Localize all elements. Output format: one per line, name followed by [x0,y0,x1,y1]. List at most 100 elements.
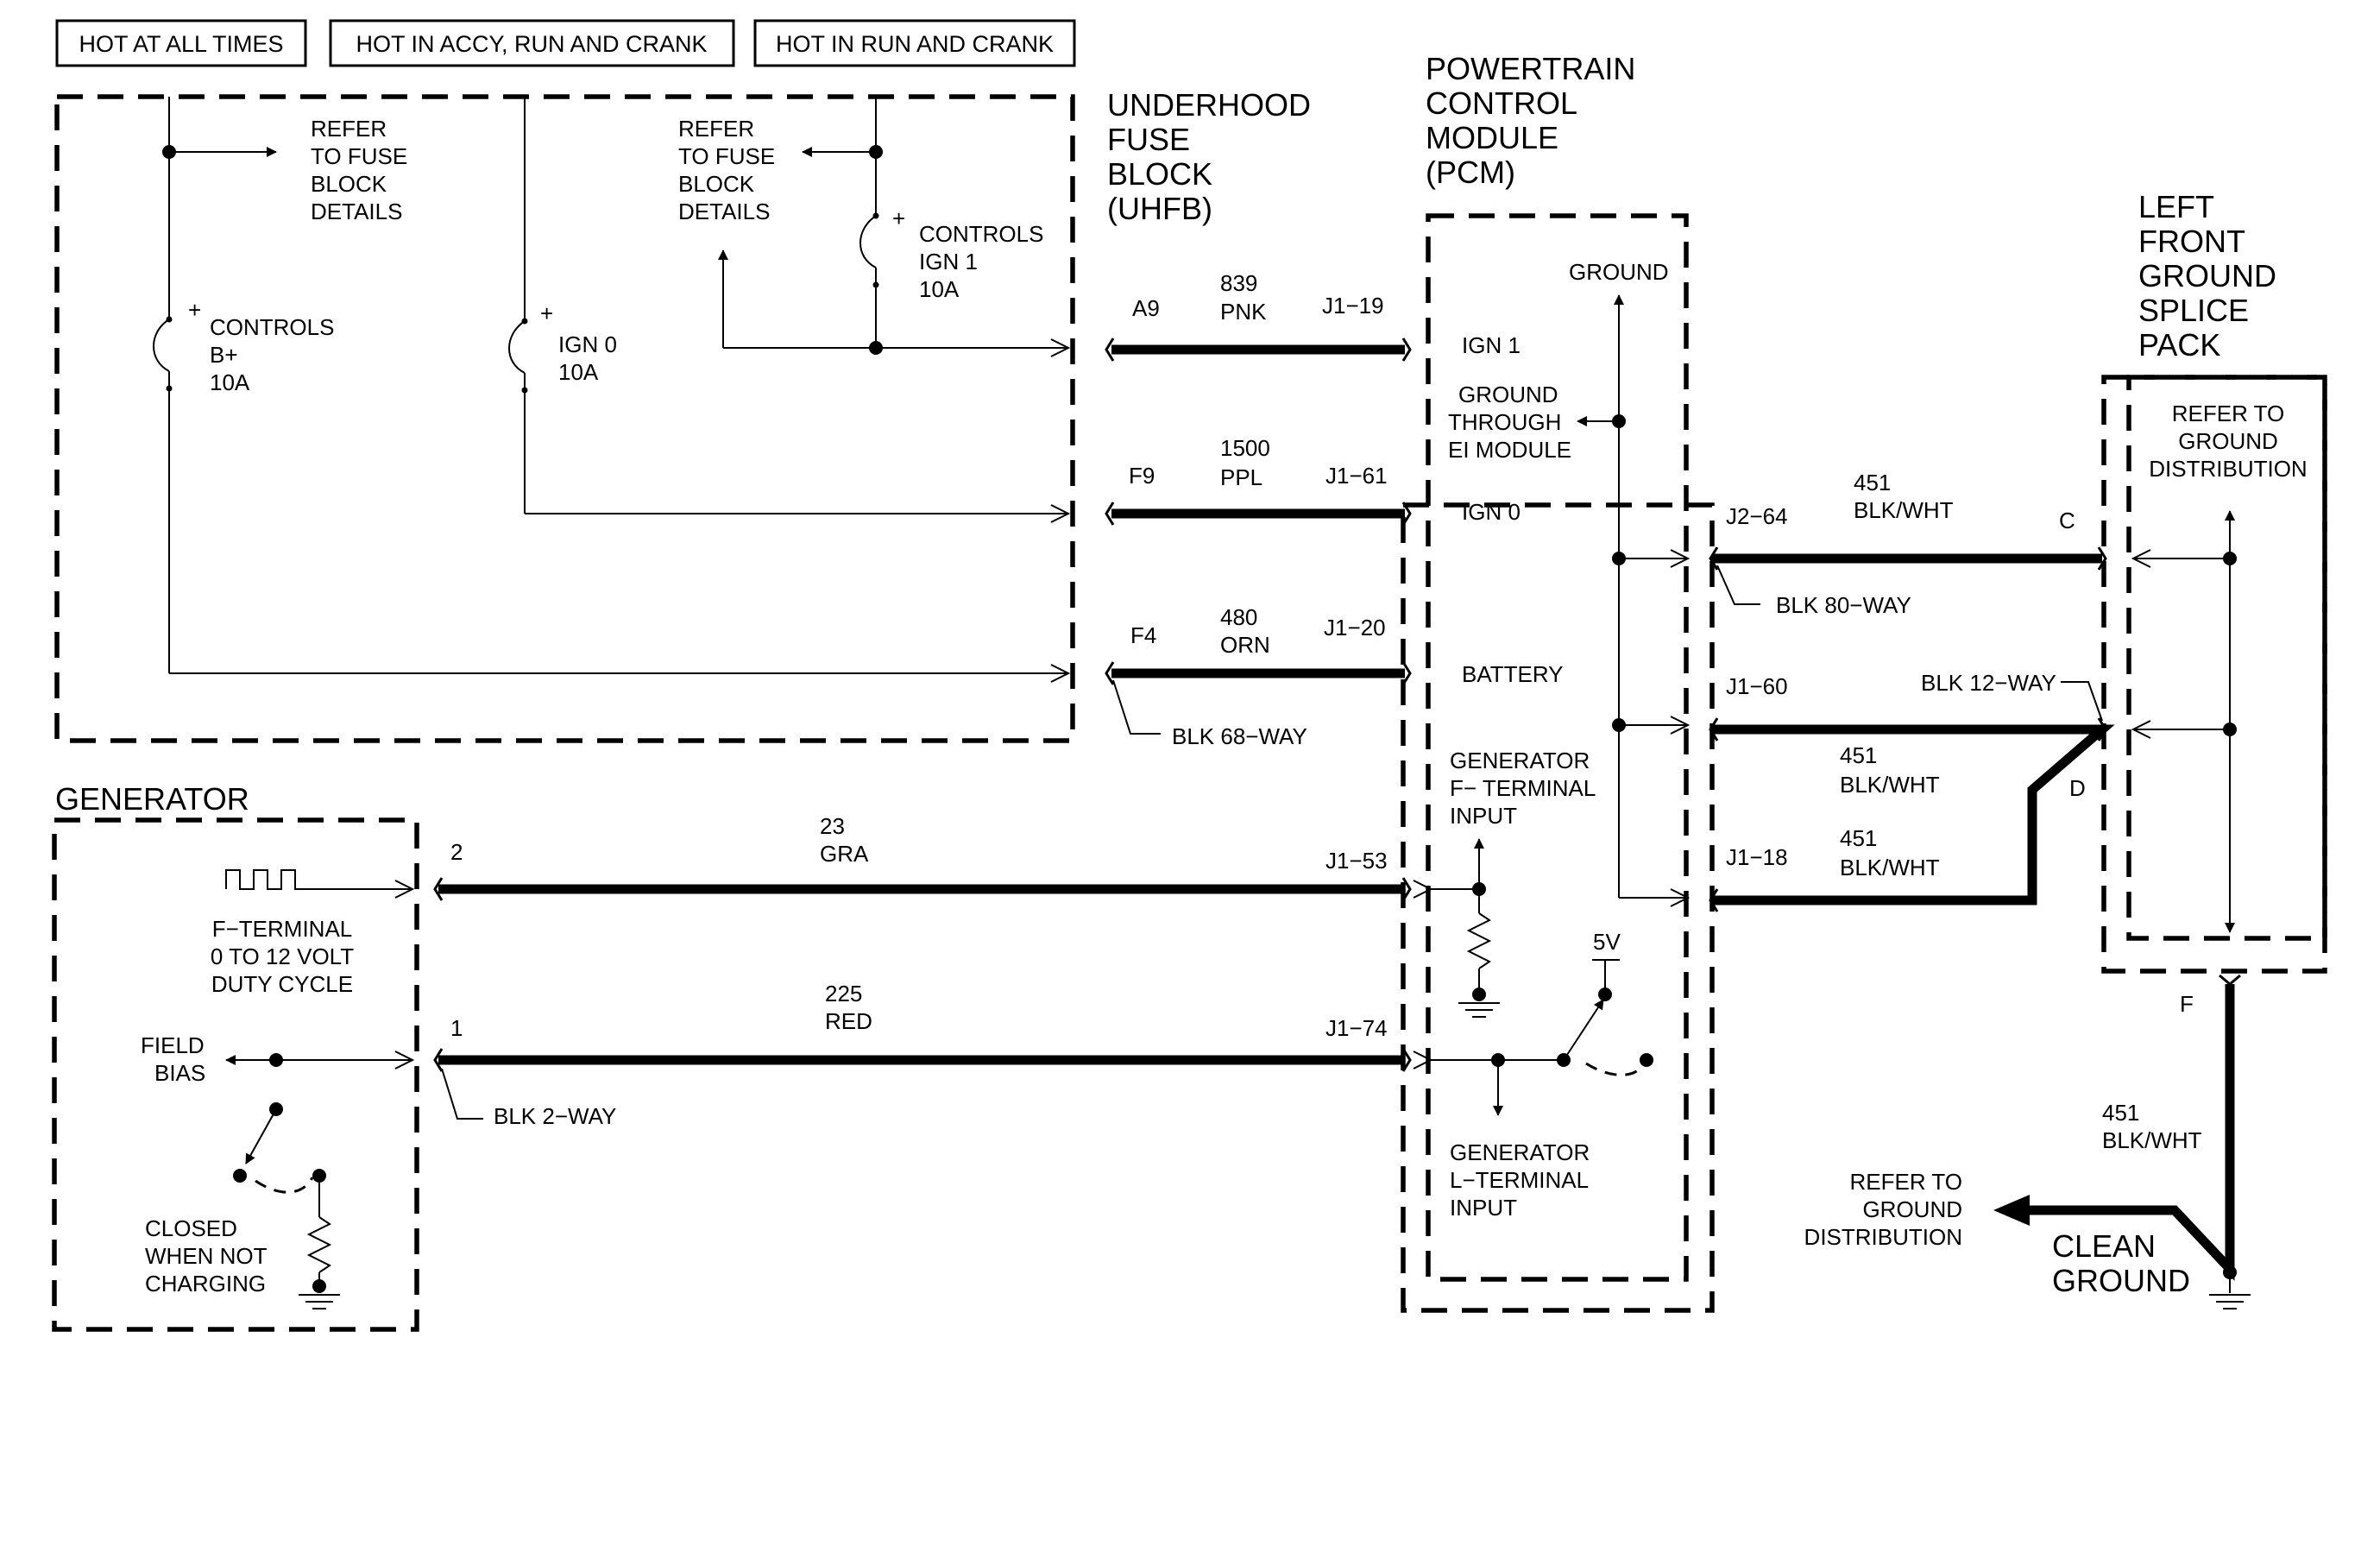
svg-text:HOT AT ALL TIMES: HOT AT ALL TIMES [79,31,283,57]
svg-text:RED: RED [825,1008,872,1034]
wire-225: 1 225 RED J1−74 [433,981,1412,1072]
wire-451-j1-60: J1−60 451 BLK/WHT J1−18 451 BLK/WHT D [1709,673,2115,912]
svg-text:BIAS: BIAS [154,1060,205,1086]
svg-text:BLK/WHT: BLK/WHT [2102,1127,2202,1153]
svg-text:DISTRIBUTION: DISTRIBUTION [2149,456,2307,482]
svg-text:INPUT: INPUT [1450,803,1517,829]
svg-text:BLOCK: BLOCK [311,171,387,197]
ground-symbol-generator [299,1294,340,1309]
generator-box [52,817,419,1332]
connector-80-way-label: BLK 80−WAY [1716,565,1911,618]
svg-text:GROUND: GROUND [2178,428,2278,454]
ground-refer-label: REFER TO GROUND DISTRIBUTION [1804,1169,1962,1250]
svg-text:A9: A9 [1132,295,1160,321]
svg-text:REFER: REFER [678,116,754,142]
svg-text:FRONT: FRONT [2138,224,2245,259]
wire-480: F4 480 ORN J1−20 [1105,604,1412,685]
svg-text:WHEN NOT: WHEN NOT [145,1243,268,1269]
svg-text:+: + [540,300,553,326]
svg-text:BLK 12−WAY: BLK 12−WAY [1921,670,2056,696]
svg-text:J1−61: J1−61 [1325,463,1388,489]
f-terminal-label: F−TERMINAL 0 TO 12 VOLT DUTY CYCLE [211,916,354,997]
svg-text:J2−64: J2−64 [1726,503,1788,529]
svg-text:BLOCK: BLOCK [1107,156,1212,192]
pcm-ign1-label: IGN 1 [1462,332,1521,358]
svg-text:TO FUSE: TO FUSE [678,143,775,169]
svg-text:BLK 68−WAY: BLK 68−WAY [1172,723,1307,749]
svg-text:+: + [188,297,201,323]
svg-text:GROUND: GROUND [2138,258,2276,293]
wire-23: 2 23 GRA J1−53 [433,813,1412,901]
pcm-title: POWERTRAIN CONTROL MODULE (PCM) [1426,51,1635,190]
svg-text:UNDERHOOD: UNDERHOOD [1107,87,1311,123]
svg-text:PNK: PNK [1220,299,1267,325]
svg-text:INPUT: INPUT [1450,1195,1517,1221]
field-bias-label: FIELD BIAS [141,1032,205,1086]
svg-text:10A: 10A [210,369,250,395]
connector-12-way-label: BLK 12−WAY [1921,670,2103,722]
svg-text:10A: 10A [919,276,960,302]
svg-text:839: 839 [1220,270,1257,296]
svg-text:HOT IN RUN AND CRANK: HOT IN RUN AND CRANK [776,31,1054,57]
svg-text:CONTROLS: CONTROLS [210,314,334,340]
svg-text:IGN 1: IGN 1 [919,249,978,275]
svg-text:DISTRIBUTION: DISTRIBUTION [1804,1224,1962,1250]
svg-text:J1−20: J1−20 [1324,615,1386,641]
svg-text:PACK: PACK [2138,327,2220,363]
fuse-ign0-label: IGN 0 10A [558,331,617,385]
svg-text:GROUND: GROUND [1569,259,1669,285]
svg-text:SPLICE: SPLICE [2138,293,2249,328]
svg-text:225: 225 [825,981,862,1007]
svg-text:J1−19: J1−19 [1322,293,1384,319]
uhfb-box [54,94,1075,743]
svg-text:GROUND: GROUND [2052,1263,2190,1298]
svg-text:1500: 1500 [1220,435,1270,461]
svg-text:THROUGH: THROUGH [1448,409,1561,435]
splice-box-inner [2126,375,2327,941]
svg-text:DETAILS: DETAILS [311,199,402,224]
fuse-ign0-circuit: + [508,97,1068,514]
svg-text:GENERATOR: GENERATOR [1450,748,1590,773]
fuse-b-plus-circuit: + [153,97,1068,673]
svg-text:FUSE: FUSE [1107,122,1190,157]
fuse-b-plus-label: CONTROLS B+ 10A [210,314,334,395]
header-hot-in-run: HOT IN RUN AND CRANK [753,19,1076,67]
svg-text:PPL: PPL [1220,464,1262,490]
wire-1500: F9 1500 PPL J1−61 [1105,435,1412,526]
svg-text:GROUND: GROUND [1862,1196,1962,1222]
duty-cycle-signal-icon [225,869,412,889]
svg-text:1: 1 [450,1015,463,1041]
svg-text:B+: B+ [210,342,238,368]
pcm-battery-label: BATTERY [1462,661,1564,687]
clean-ground-label: CLEAN GROUND [2052,1228,2190,1298]
svg-text:F: F [2180,991,2194,1017]
svg-text:23: 23 [820,813,845,839]
pcm-ground-through-label: GROUND THROUGH EI MODULE [1448,382,1571,463]
svg-text:451: 451 [1840,825,1877,851]
svg-text:CLEAN: CLEAN [2052,1228,2156,1264]
svg-text:REFER: REFER [311,116,387,142]
svg-text:REFER TO: REFER TO [2172,401,2285,426]
svg-text:J1−60: J1−60 [1726,673,1788,699]
svg-text:DETAILS: DETAILS [678,199,770,224]
svg-text:C: C [2059,508,2075,533]
svg-text:GROUND: GROUND [1458,382,1558,407]
svg-text:CHARGING: CHARGING [145,1271,266,1297]
svg-text:5V: 5V [1593,929,1621,955]
svg-text:LEFT: LEFT [2138,189,2214,224]
fuse-ign1-circuit: + [718,97,1068,355]
svg-text:BLOCK: BLOCK [678,171,755,197]
svg-text:451: 451 [1854,470,1891,495]
svg-text:BLK 2−WAY: BLK 2−WAY [494,1103,616,1129]
wire-451-j2-64: J2−64 451 BLK/WHT C [1709,470,2107,571]
svg-text:IGN 0: IGN 0 [558,331,617,357]
svg-text:2: 2 [450,839,463,865]
svg-text:POWERTRAIN: POWERTRAIN [1426,51,1635,86]
svg-text:10A: 10A [558,359,599,385]
pcm-gen-l-input-label: GENERATOR L−TERMINAL INPUT [1450,1139,1590,1221]
ground-symbol-clean [2209,1294,2251,1309]
pcm-connector-box [1401,502,1715,1313]
svg-text:J1−53: J1−53 [1325,848,1388,874]
svg-text:D: D [2069,775,2086,801]
wire-839: A9 839 PNK J1−19 [1105,270,1412,362]
